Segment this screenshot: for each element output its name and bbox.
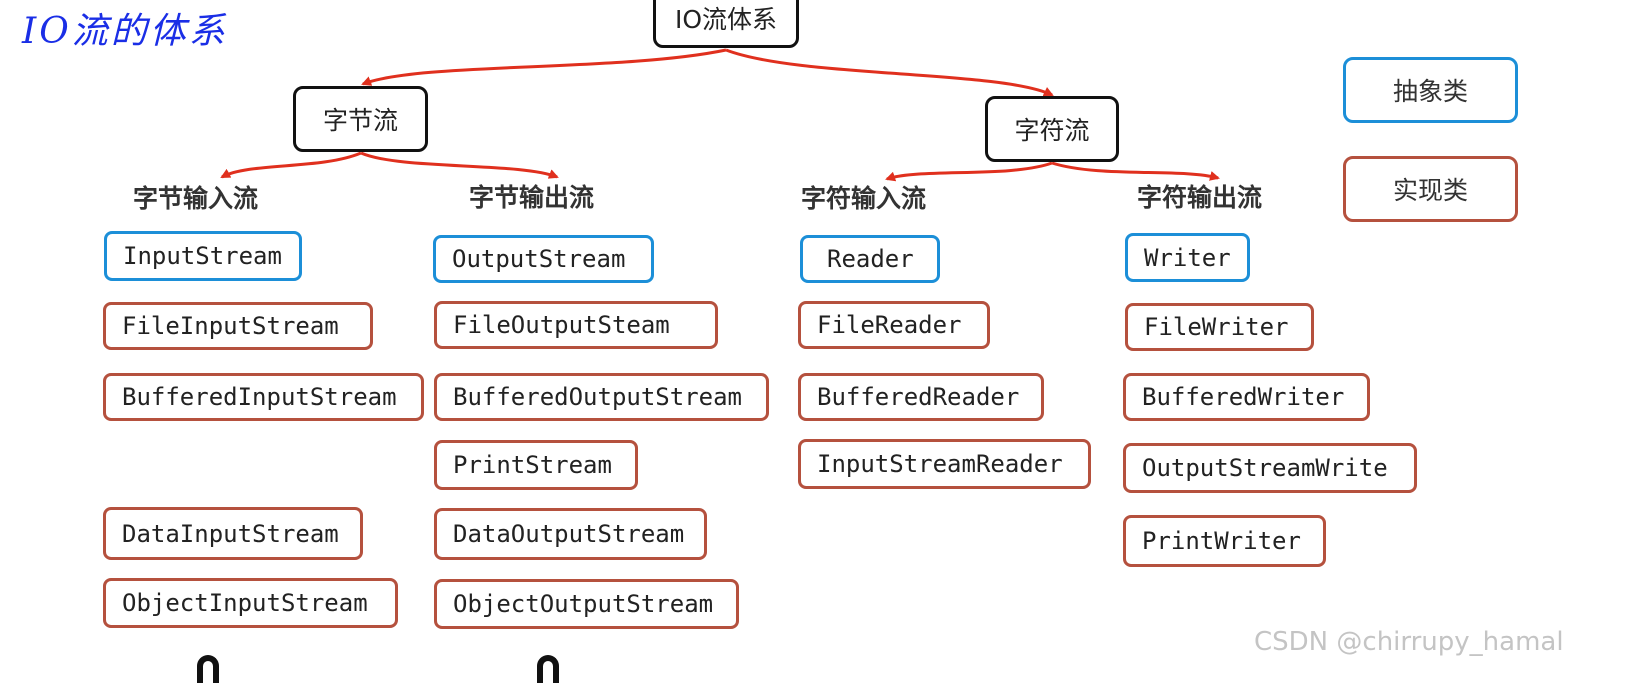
cropped-hook-shape-right: [537, 655, 559, 683]
legend-abstract-label: 抽象类: [1392, 77, 1468, 106]
class-box-printwriter: PrintWriter: [1123, 515, 1326, 567]
class-box-bufferedoutputstream: BufferedOutputStream: [434, 373, 769, 421]
char-stream-node: 字符流: [985, 96, 1119, 162]
arrow-root-to-byte-stream: [361, 48, 727, 86]
class-box-objectinputstream: ObjectInputStream: [103, 578, 398, 628]
root-label: IO流体系: [674, 5, 778, 34]
class-box-outputstreamwrite: OutputStreamWrite: [1123, 443, 1417, 493]
class-box-bufferedinputstream: BufferedInputStream: [103, 373, 424, 421]
char-input-heading: 字符输入流: [801, 184, 927, 213]
arrow-char-to-char-input: [885, 161, 1053, 182]
class-box-objectoutputstream: ObjectOutputStream: [434, 579, 739, 629]
class-box-reader: Reader: [800, 235, 940, 283]
byte-input-heading: 字节输入流: [133, 184, 259, 213]
char-stream-label: 字符流: [1014, 116, 1090, 145]
root-node: IO流体系: [653, 0, 799, 48]
legend-implementation-class: 实现类: [1343, 156, 1518, 222]
class-box-filereader: FileReader: [798, 301, 990, 349]
class-box-dataoutputstream: DataOutputStream: [434, 508, 707, 560]
class-box-fileoutputsteam: FileOutputSteam: [434, 301, 718, 349]
byte-stream-label: 字节流: [322, 106, 398, 135]
watermark: CSDN @chirrupy_hamal: [1254, 627, 1564, 657]
diagram-title: IO流的体系: [22, 11, 228, 52]
class-box-outputstream: OutputStream: [433, 235, 654, 283]
class-box-bufferedwriter: BufferedWriter: [1123, 373, 1370, 421]
char-output-heading: 字符输出流: [1137, 183, 1263, 212]
arrow-byte-to-byte-output: [360, 151, 559, 179]
class-box-inputstream: InputStream: [104, 231, 302, 281]
class-box-printstream: PrintStream: [434, 440, 638, 490]
class-box-fileinputstream: FileInputStream: [103, 302, 373, 350]
class-box-datainputstream: DataInputStream: [103, 507, 363, 560]
cropped-hook-shape-left: [197, 655, 219, 683]
class-box-inputstreamreader: InputStreamReader: [798, 439, 1091, 489]
legend-impl-label: 实现类: [1392, 176, 1468, 205]
class-box-writer: Writer: [1125, 233, 1250, 282]
class-box-filewriter: FileWriter: [1125, 303, 1314, 351]
arrow-byte-to-byte-input: [220, 151, 362, 179]
class-box-bufferedreader: BufferedReader: [798, 373, 1044, 421]
byte-stream-node: 字节流: [293, 86, 428, 152]
legend-abstract-class: 抽象类: [1343, 57, 1518, 123]
byte-output-heading: 字节输出流: [469, 183, 595, 212]
arrow-char-to-char-output: [1051, 161, 1220, 181]
arrow-root-to-char-stream: [725, 48, 1054, 97]
